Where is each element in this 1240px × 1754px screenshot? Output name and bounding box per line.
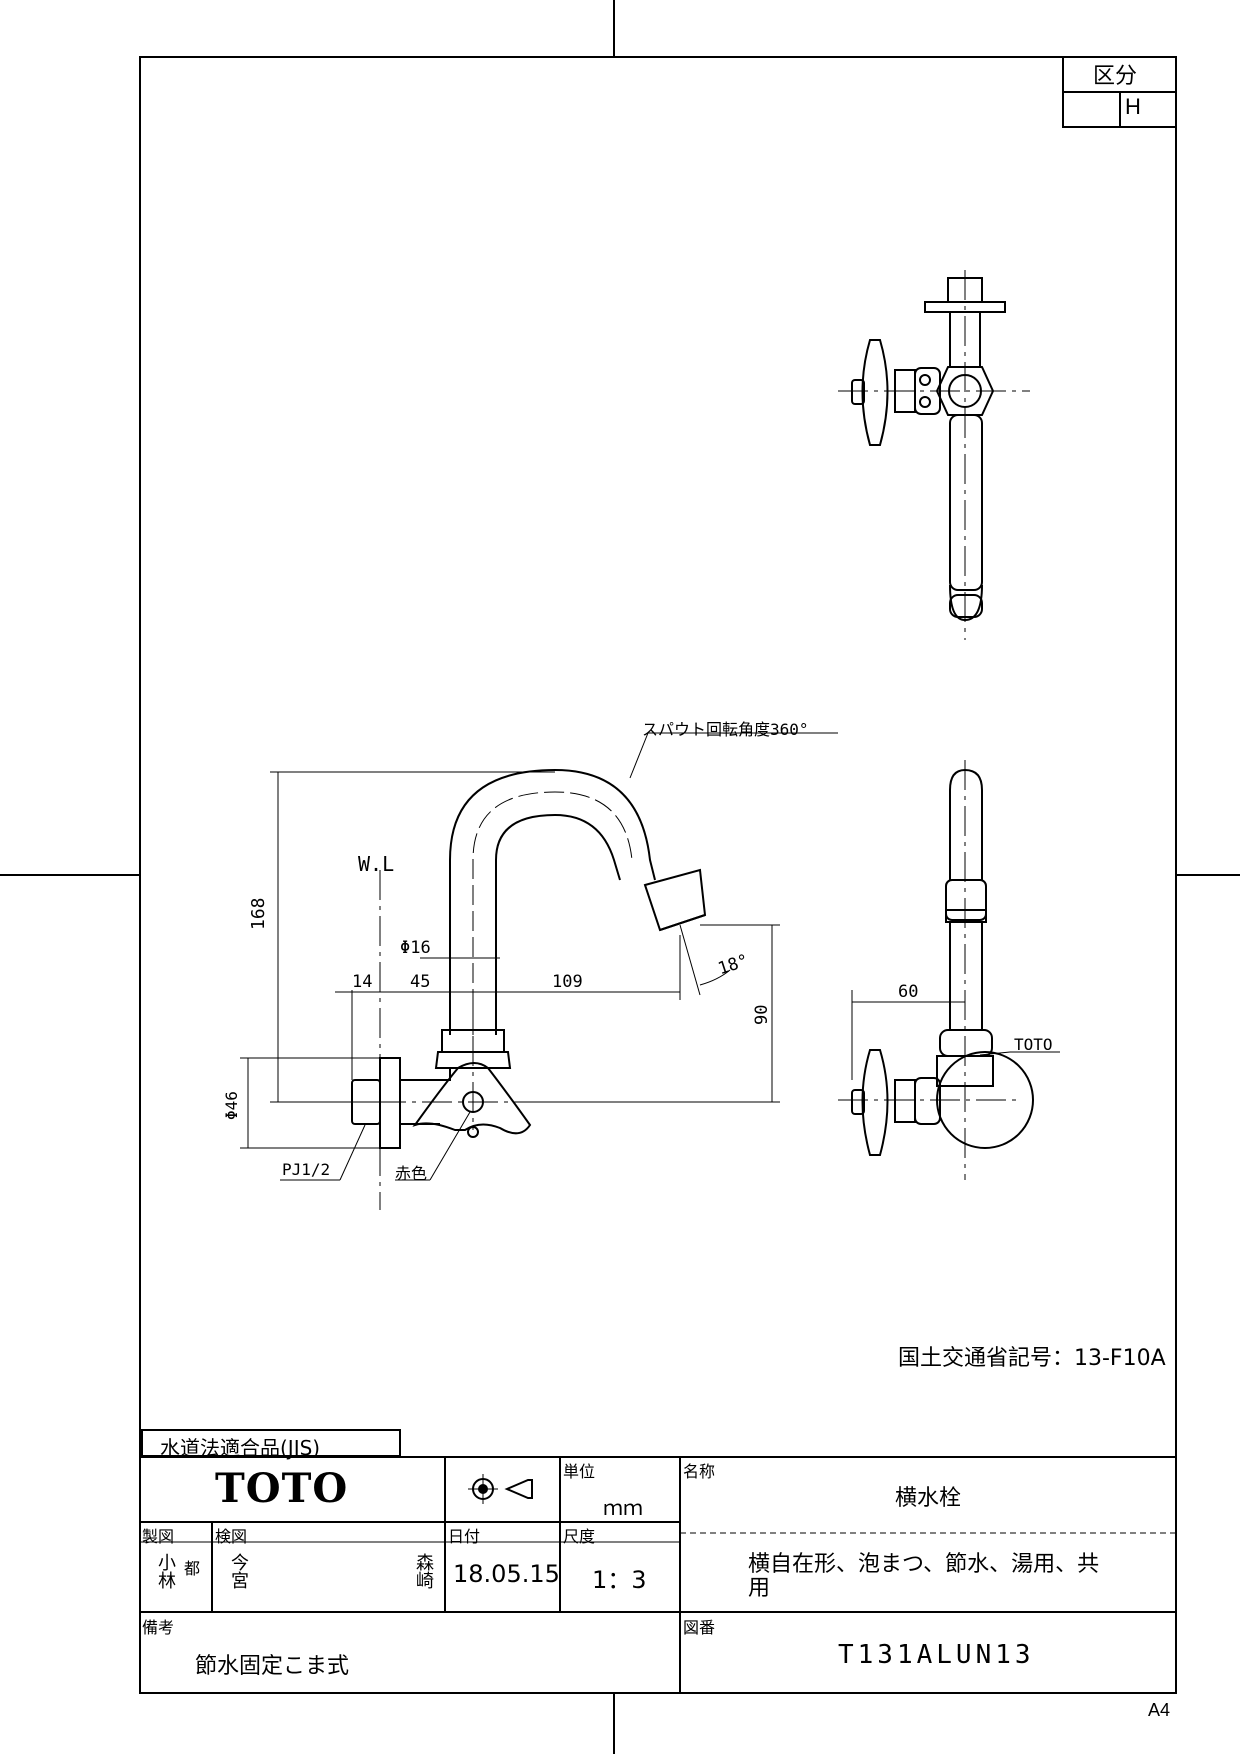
classification-value: H — [1125, 94, 1141, 119]
toto-logo: TOTO — [215, 1465, 349, 1512]
dimension-lines — [240, 732, 1060, 1181]
drawn-name-1: 小林 — [155, 1553, 176, 1589]
scale-value: 1：3 — [592, 1566, 647, 1594]
remarks-header: 備考 — [142, 1618, 175, 1637]
top-view — [838, 270, 1030, 640]
label-thread: PJ1/2 — [282, 1160, 331, 1179]
dim-45: 45 — [410, 972, 431, 992]
paper-size: A4 — [1148, 1700, 1171, 1720]
product-name: 横水栓 — [895, 1486, 962, 1511]
date-header: 日付 — [448, 1527, 481, 1546]
dim-168: 168 — [248, 897, 269, 930]
classification-header: 区分 — [1093, 63, 1138, 88]
ministry-code: 国土交通省記号：13-F10A — [898, 1346, 1166, 1371]
scale-header: 尺度 — [563, 1527, 596, 1546]
drawing-no-header: 図番 — [683, 1618, 716, 1637]
drawing-no-value: T131ALUN13 — [838, 1640, 1035, 1670]
name-header: 名称 — [683, 1462, 716, 1481]
label-red: 赤色 — [395, 1164, 428, 1183]
date-value: 18.05.15 — [453, 1560, 560, 1588]
label-toto-mark: TOTO — [1014, 1035, 1053, 1054]
dim-phi16: Φ16 — [400, 938, 431, 958]
jis-label: 水道法適合品(JIS) — [160, 1436, 321, 1460]
label-spout-rotation: スパウト回転角度360° — [642, 720, 809, 739]
drawn-header: 製図 — [142, 1527, 175, 1546]
dim-60: 60 — [898, 982, 919, 1002]
dim-phi46: Φ46 — [222, 1091, 241, 1120]
dim-14: 14 — [352, 972, 373, 992]
title-block-lines — [140, 1429, 1176, 1693]
dim-90: 90 — [752, 1004, 772, 1025]
unit-value: ｍｍ — [603, 1496, 643, 1520]
unit-header: 単位 — [563, 1462, 596, 1481]
projection-symbol — [468, 1474, 533, 1504]
checked-name-1: 今宮 — [228, 1553, 249, 1589]
remarks-value: 節水固定こま式 — [195, 1654, 350, 1679]
dim-109: 109 — [552, 972, 583, 992]
checked-header: 検図 — [215, 1527, 248, 1546]
product-desc-line2: 用 — [748, 1576, 771, 1601]
drawn-name-2: 都 — [181, 1560, 200, 1576]
label-wl: W.L — [358, 852, 395, 876]
side-view — [838, 760, 1034, 1180]
product-desc-line1: 横自在形、泡まつ、節水、湯用、共 — [748, 1552, 1100, 1577]
checked-name-2: 森崎 — [413, 1553, 434, 1589]
front-view — [330, 768, 707, 1210]
